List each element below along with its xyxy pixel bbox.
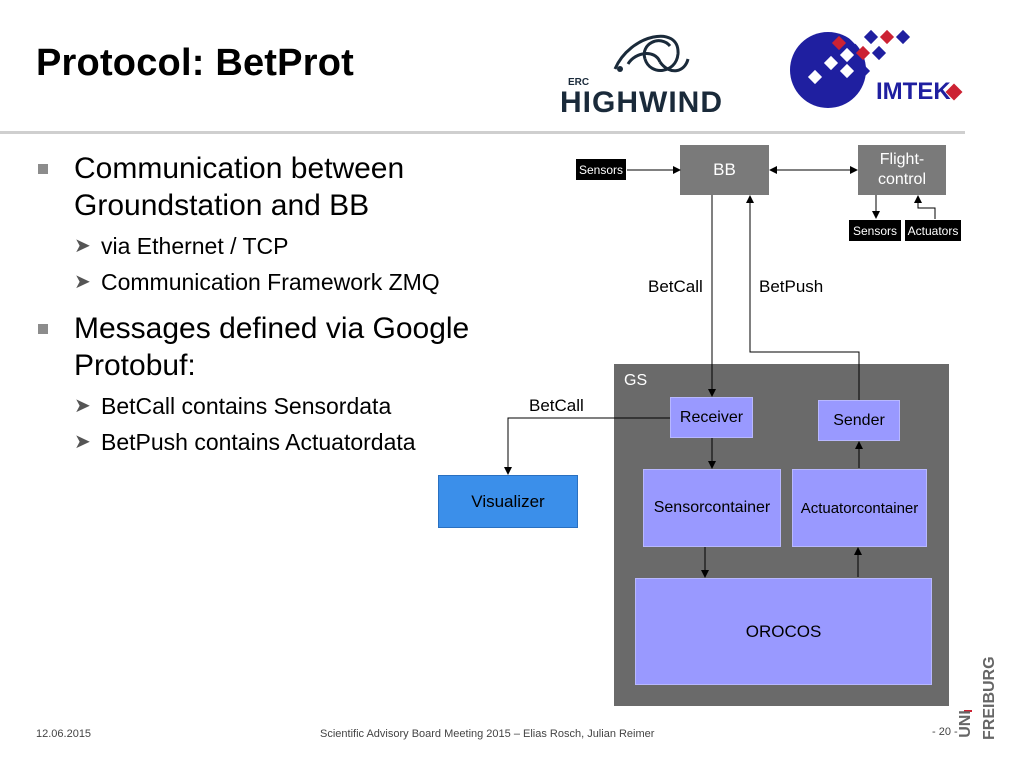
sub-bullet-item: ➤ BetCall contains Sensordata <box>36 388 506 424</box>
footer-page: - 20 - <box>932 726 958 738</box>
imtek-emblem-icon <box>790 29 963 108</box>
bb-box: BB <box>680 145 769 195</box>
bullet-text: Messages defined via Google Protobuf: <box>74 312 470 382</box>
uni-logo-text-freiburg: FREIBURG <box>981 656 998 740</box>
bullet-item: Messages defined via Google Protobuf: <box>36 310 506 384</box>
sub-bullet-text: Communication Framework ZMQ <box>101 269 440 295</box>
imtek-name: IMTEK <box>876 78 951 105</box>
bullet-text: Communication between Groundstation and … <box>74 152 405 222</box>
sub-bullet-item: ➤ via Ethernet / TCP <box>36 228 506 264</box>
arrow-bullet-icon: ➤ <box>74 431 91 453</box>
flight-control-label: Flight-control <box>877 151 927 188</box>
sensors-bb-box: Sensors <box>575 158 627 181</box>
sensorcontainer-box: Sensorcontainer <box>643 469 781 547</box>
slide-title: Protocol: BetProt <box>36 42 354 84</box>
sub-bullet-text: BetPush contains Actuatordata <box>101 429 416 455</box>
sub-bullet-text: via Ethernet / TCP <box>101 233 289 259</box>
highwind-name: HIGHWIND <box>560 86 723 119</box>
sensors-fc-box: Sensors <box>848 219 902 242</box>
square-bullet-icon <box>38 164 48 174</box>
gs-label: GS <box>624 372 648 389</box>
sender-box: Sender <box>818 400 900 441</box>
actuatorcontainer-box: Actuatorcontainer <box>792 469 927 547</box>
actuators-fc-box: Actuators <box>904 219 962 242</box>
sub-bullet-item: ➤ Communication Framework ZMQ <box>36 264 506 300</box>
square-bullet-icon <box>38 324 48 334</box>
flight-control-box: Flight-control <box>858 145 946 195</box>
arrow-bullet-icon: ➤ <box>74 395 91 417</box>
sender-to-bb-arrow <box>746 195 860 400</box>
betcall-label: BetCall <box>648 277 703 296</box>
arrow-bullet-icon: ➤ <box>74 235 91 257</box>
arrow-bullet-icon: ➤ <box>74 271 91 293</box>
footer-meeting: Scientific Advisory Board Meeting 2015 –… <box>320 728 655 740</box>
highwind-emblem-icon <box>613 34 690 73</box>
footer-date: 12.06.2015 <box>36 728 92 740</box>
highwind-prefix: ERC <box>568 77 590 88</box>
receiver-to-visualizer-arrow <box>504 417 670 475</box>
uni-logo-rule <box>964 710 972 712</box>
sub-bullet-item: ➤ BetPush contains Actuatordata <box>36 424 506 460</box>
visualizer-betcall-label: BetCall <box>529 396 584 415</box>
visualizer-box: Visualizer <box>438 475 578 528</box>
sub-bullet-text: BetCall contains Sensordata <box>101 393 392 419</box>
betpush-label: BetPush <box>759 277 824 296</box>
bullet-item: Communication between Groundstation and … <box>36 150 506 224</box>
orocos-box: OROCOS <box>635 578 932 685</box>
highwind-logo: ERC HIGHWIND <box>560 14 750 119</box>
bullet-list: Communication between Groundstation and … <box>36 150 506 460</box>
uni-freiburg-logo: UNI FREIBURG <box>956 655 1008 750</box>
receiver-box: Receiver <box>670 397 753 438</box>
imtek-logo: IMTEK <box>788 28 968 110</box>
actuators-to-fc-arrow <box>914 195 936 219</box>
title-divider <box>0 131 965 134</box>
uni-logo-text-uni: UNI <box>956 710 974 738</box>
